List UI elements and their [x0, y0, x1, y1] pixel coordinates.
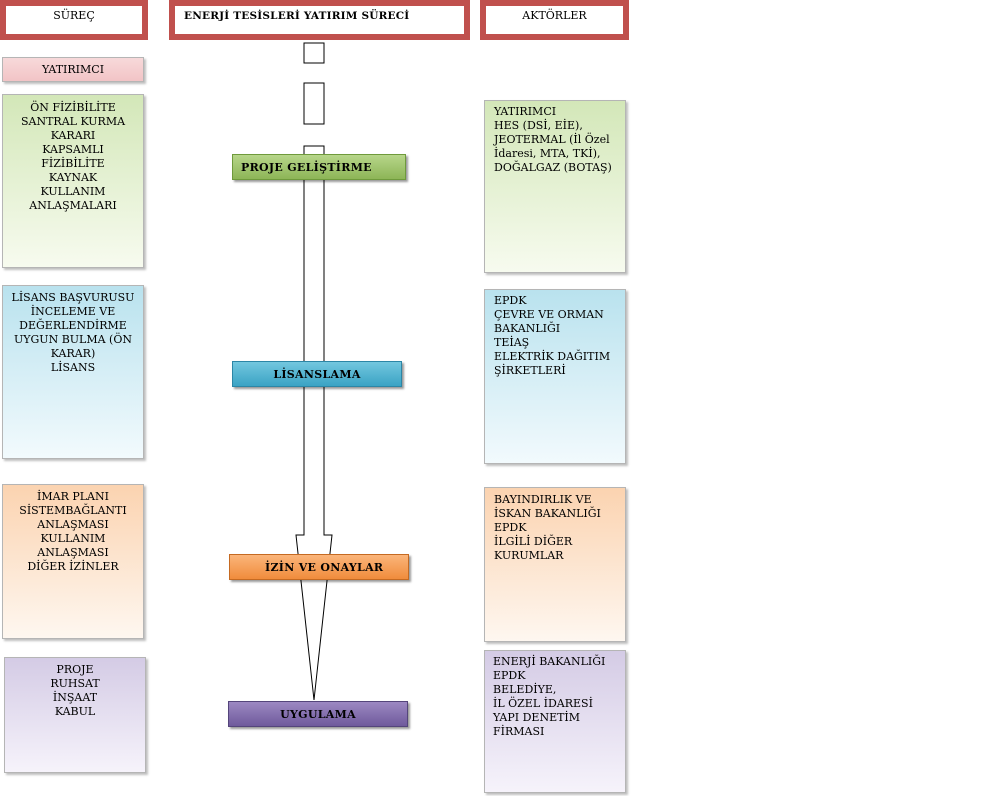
actor-text: ENERJİ BAKANLIĞI EPDK BELEDİYE, İL ÖZEL … [493, 655, 606, 738]
actor-text: EPDK ÇEVRE VE ORMAN BAKANLIĞI TEİAŞ ELEK… [494, 294, 611, 377]
stage-uygulama: UYGULAMA [228, 701, 408, 727]
surec-header: SÜREÇ [0, 0, 148, 40]
actor-box-izin-onaylar: BAYINDIRLIK VE İSKAN BAKANLIĞI EPDK İLGİ… [484, 487, 626, 642]
stage-izin-ve-onaylar: İZİN VE ONAYLAR [229, 554, 409, 580]
arrow-segment-1 [303, 42, 325, 64]
arrow-segment-2 [303, 82, 325, 125]
process-box-proje-gelistirme: ÖN FİZİBİLİTE SANTRAL KURMA KARARI KAPSA… [2, 94, 144, 268]
process-text: ÖN FİZİBİLİTE SANTRAL KURMA KARARI KAPSA… [20, 101, 126, 212]
yatirimci-box: YATIRIMCI [2, 57, 144, 82]
actor-box-proje-gelistirme: YATIRIMCI HES (DSİ, EİE), JEOTERMAL (İl … [484, 100, 626, 273]
process-box-izin-onaylar: İMAR PLANI SİSTEMBAĞLANTI ANLAŞMASI KULL… [2, 484, 144, 639]
actor-box-uygulama: ENERJİ BAKANLIĞI EPDK BELEDİYE, İL ÖZEL … [484, 650, 626, 793]
process-box-lisanslama: LİSANS BAŞVURUSU İNCELEME VE DEĞERLENDİR… [2, 285, 144, 459]
actor-box-lisanslama: EPDK ÇEVRE VE ORMAN BAKANLIĞI TEİAŞ ELEK… [484, 289, 626, 464]
stage-label: UYGULAMA [280, 708, 356, 721]
aktorler-header: AKTÖRLER [480, 0, 629, 40]
stage-label: İZİN VE ONAYLAR [265, 561, 384, 574]
diagram-title-label: ENERJİ TESİSLERİ YATIRIM SÜRECİ [184, 10, 410, 22]
stage-label: LİSANSLAMA [273, 368, 361, 381]
aktorler-header-label: AKTÖRLER [522, 9, 587, 22]
process-text: İMAR PLANI SİSTEMBAĞLANTI ANLAŞMASI KULL… [19, 490, 127, 573]
actor-text: BAYINDIRLIK VE İSKAN BAKANLIĞI EPDK İLGİ… [494, 493, 601, 562]
process-text: LİSANS BAŞVURUSU İNCELEME VE DEĞERLENDİR… [11, 291, 135, 374]
stage-proje-gelistirme: PROJE GELİŞTİRME [232, 154, 406, 180]
diagram-title: ENERJİ TESİSLERİ YATIRIM SÜRECİ [169, 0, 470, 40]
stage-lisanslama: LİSANSLAMA [232, 361, 402, 387]
process-box-uygulama: PROJE RUHSAT İNŞAAT KABUL [4, 657, 146, 773]
surec-header-label: SÜREÇ [53, 9, 95, 22]
arrow-body [295, 145, 333, 701]
stage-label: PROJE GELİŞTİRME [241, 161, 372, 174]
process-text: PROJE RUHSAT İNŞAAT KABUL [50, 663, 100, 718]
yatirimci-label: YATIRIMCI [41, 63, 105, 76]
actor-text: YATIRIMCI HES (DSİ, EİE), JEOTERMAL (İl … [494, 105, 612, 174]
